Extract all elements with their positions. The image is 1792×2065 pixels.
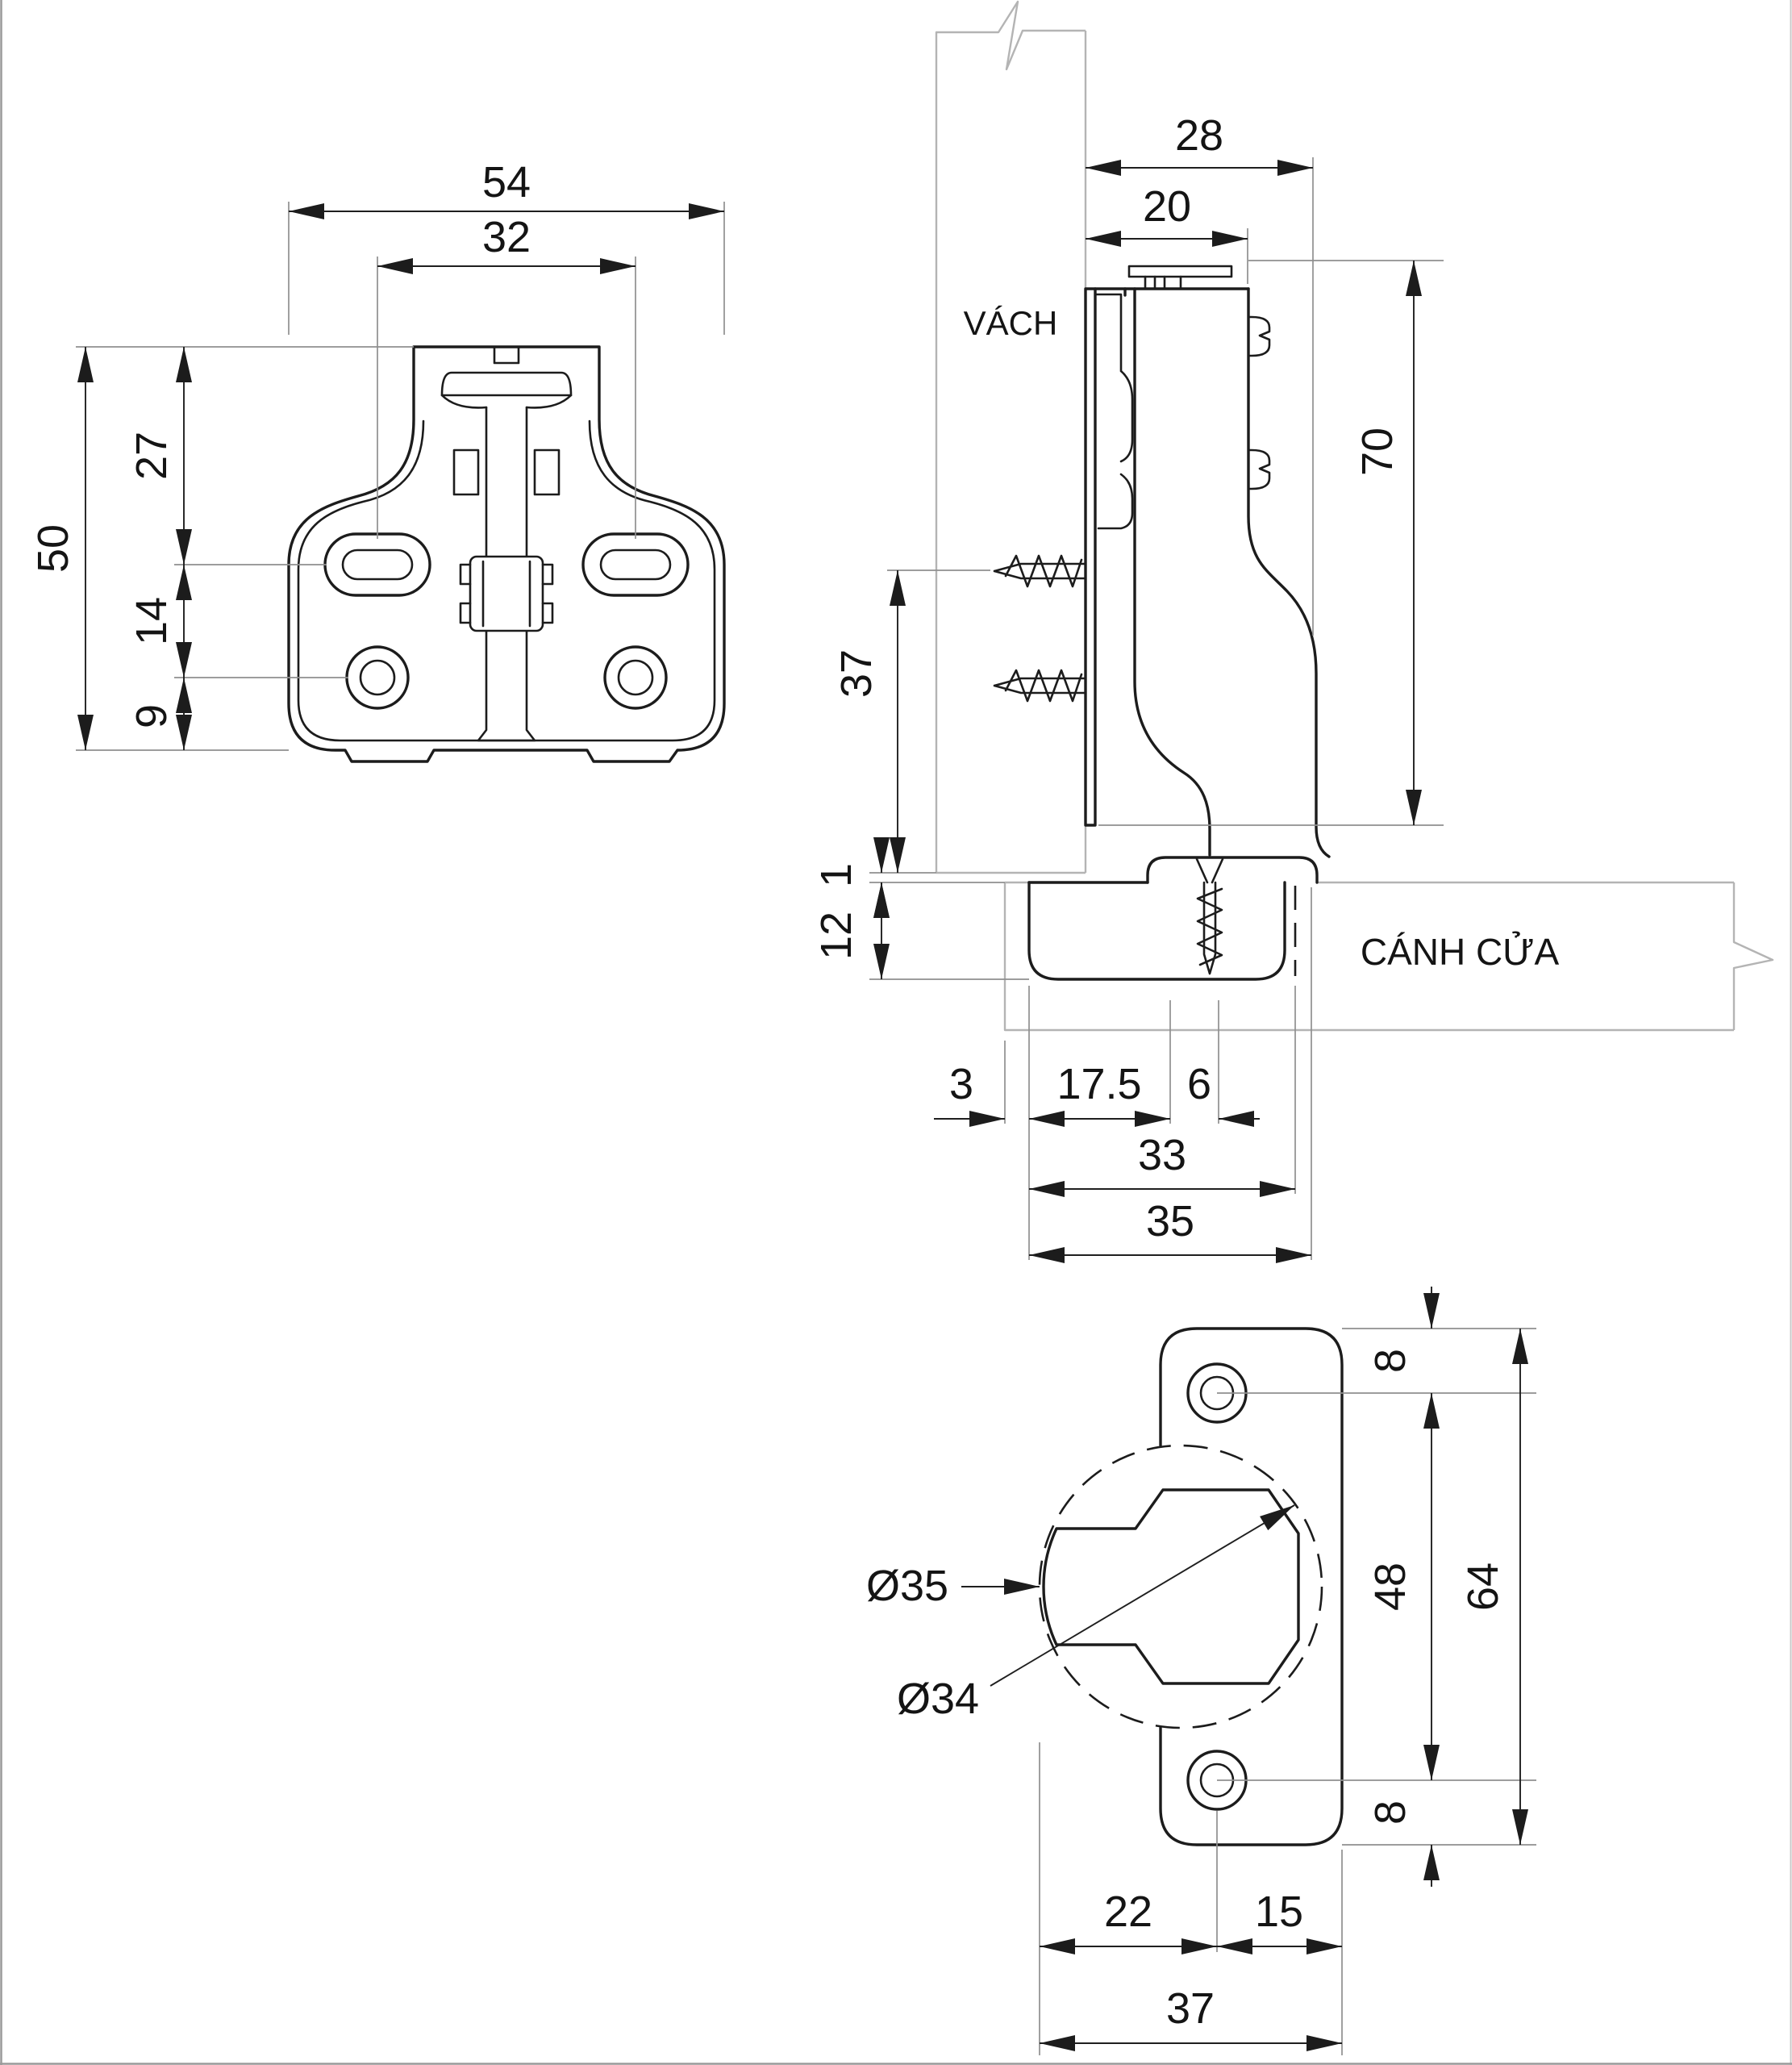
cup-drilling-view: Ø35 Ø34 8 48 8 64 22 15 37 xyxy=(866,1287,1536,2055)
dim-28: 28 xyxy=(1175,111,1223,160)
dim-9: 9 xyxy=(127,704,176,728)
cup-screw-head xyxy=(1195,857,1224,884)
square-hole-left xyxy=(452,448,480,496)
dim-20: 20 xyxy=(1143,182,1191,231)
spindle-stem xyxy=(477,406,536,742)
dim-54: 54 xyxy=(482,158,531,206)
slot-left-inner xyxy=(341,549,414,581)
hole-left-outer xyxy=(345,645,410,710)
clamp-inner-lines xyxy=(481,560,531,628)
leader-o34 xyxy=(990,1504,1295,1687)
dim-cup: Ø34 xyxy=(897,1675,979,1723)
wall-panel xyxy=(935,0,1087,874)
hole-right-outer xyxy=(603,645,668,710)
cup-flange xyxy=(1146,856,1319,884)
dim-6: 6 xyxy=(1187,1060,1211,1108)
dim-37-cup: 37 xyxy=(1166,1984,1215,2033)
hole-right-inner xyxy=(617,659,654,696)
dim-35: 35 xyxy=(1146,1197,1194,1245)
panel-screw-top xyxy=(993,554,1086,588)
spindle-cap xyxy=(440,371,573,397)
dim-33: 33 xyxy=(1138,1131,1186,1179)
cup-plate-outline xyxy=(1159,1327,1344,1846)
dim-64: 64 xyxy=(1459,1562,1507,1611)
dim-14: 14 xyxy=(127,597,176,645)
cup-screw-thread xyxy=(1196,887,1223,966)
dim-70: 70 xyxy=(1353,428,1402,476)
plate-layer xyxy=(1094,293,1134,530)
t-screw-head xyxy=(1127,265,1233,278)
bore-circle xyxy=(1038,1444,1323,1729)
dim-3: 3 xyxy=(949,1060,973,1108)
arm-clip-top xyxy=(1247,315,1271,357)
cup-body xyxy=(1027,881,1286,981)
arm-clip-bottom xyxy=(1247,448,1271,490)
dim-15: 15 xyxy=(1255,1888,1303,1936)
clamp-ears xyxy=(459,563,554,624)
dim-37-side: 37 xyxy=(832,649,881,698)
spindle-cap-neck xyxy=(440,394,573,409)
dim-8-bottom: 8 xyxy=(1366,1800,1415,1825)
tab-slot xyxy=(493,345,520,365)
clamp-block xyxy=(469,555,544,632)
dim-1: 1 xyxy=(812,863,861,887)
slot-right-inner xyxy=(599,549,672,581)
dim-17-5: 17.5 xyxy=(1056,1060,1141,1108)
t-screw-stems xyxy=(1144,275,1182,290)
dim-27: 27 xyxy=(127,432,176,480)
cup-shape xyxy=(1042,1488,1300,1685)
side-section-view: VÁCH CÁNH CỬA xyxy=(812,0,1774,1263)
dim-12: 12 xyxy=(812,912,861,960)
plate-outline xyxy=(287,345,726,763)
dim-48: 48 xyxy=(1366,1562,1415,1611)
back-plate xyxy=(1084,287,1097,827)
slot-left-outer xyxy=(323,532,431,597)
dim-22: 22 xyxy=(1104,1888,1152,1936)
dim-32: 32 xyxy=(482,213,531,261)
dim-bore: Ø35 xyxy=(866,1562,948,1610)
front-plate-view: 54 32 50 27 14 9 xyxy=(29,158,726,763)
dim-8-top: 8 xyxy=(1366,1349,1415,1373)
label-door-panel: CÁNH CỬA xyxy=(1361,931,1560,973)
door-panel xyxy=(1003,881,1774,1032)
square-hole-right xyxy=(533,448,561,496)
dim-50: 50 xyxy=(29,524,77,573)
label-wall-panel: VÁCH xyxy=(964,304,1058,342)
panel-screw-bottom xyxy=(993,669,1086,703)
arm-left-edge xyxy=(1123,287,1211,857)
hole-left-inner xyxy=(359,659,396,696)
slot-right-outer xyxy=(581,532,690,597)
arm-right-edge xyxy=(1247,287,1331,858)
